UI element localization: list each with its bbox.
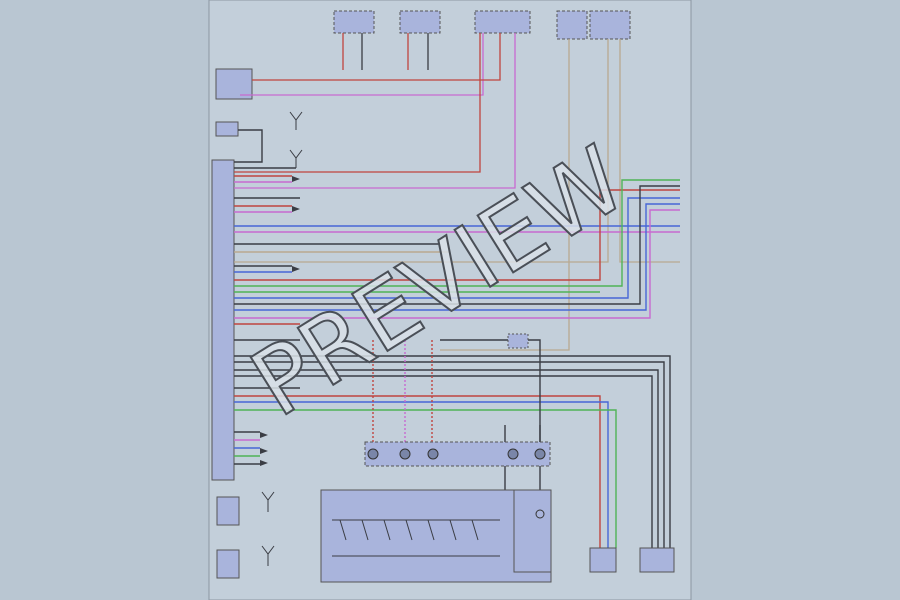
wire-tan-right xyxy=(619,39,680,263)
pin-4 xyxy=(507,448,519,460)
component-box-1 xyxy=(333,10,375,34)
switch-contacts xyxy=(332,519,500,557)
antenna-3 xyxy=(261,491,275,512)
wire-black-9 xyxy=(234,361,665,548)
top-components xyxy=(215,10,631,137)
component-bottom-left-1 xyxy=(216,496,240,526)
wire-black-1 xyxy=(234,129,263,163)
horizontal-wires xyxy=(234,129,680,548)
wire-green-1 xyxy=(234,179,680,287)
wire-red-long xyxy=(234,33,481,173)
component-box-3 xyxy=(474,10,531,34)
switch-panel xyxy=(320,489,552,583)
switch-panel-inner xyxy=(513,489,552,573)
antenna-4 xyxy=(261,545,275,566)
bottom-components xyxy=(216,496,675,579)
component-bottom-right-2 xyxy=(639,547,675,573)
relay-box xyxy=(507,333,529,349)
wire-black-8 xyxy=(234,355,671,548)
arrow-6 xyxy=(260,460,268,466)
arrow-3 xyxy=(292,266,300,272)
diode-symbol xyxy=(535,509,545,519)
antenna-2 xyxy=(289,149,303,168)
component-bottom-right-1 xyxy=(589,547,617,573)
wire-blue-3 xyxy=(234,197,680,299)
arrow-2 xyxy=(292,206,300,212)
wire-red-5 xyxy=(234,395,601,548)
antenna-1 xyxy=(289,111,303,130)
pin-5 xyxy=(534,448,546,460)
wire-pink-4 xyxy=(234,209,680,319)
vertical-wires xyxy=(234,33,680,351)
component-bottom-left-2 xyxy=(216,549,240,579)
wire-tan-long xyxy=(440,39,570,351)
bottom-module xyxy=(320,441,552,583)
component-box-2 xyxy=(399,10,441,34)
wire-black-10 xyxy=(234,369,659,548)
arrow-markers xyxy=(260,176,300,466)
pin-1 xyxy=(367,448,379,460)
wire-blue-4 xyxy=(234,203,680,311)
wire-black-bus-right xyxy=(440,339,541,450)
pin-2 xyxy=(399,448,411,460)
main-connector xyxy=(211,159,235,481)
component-box-left xyxy=(215,68,253,100)
wire-tan-drop xyxy=(234,39,609,263)
pin-3 xyxy=(427,448,439,460)
ground-symbols xyxy=(261,111,303,566)
wire-pink-drop xyxy=(240,33,484,96)
wire-blue-5 xyxy=(234,401,609,548)
component-box-5 xyxy=(589,10,631,40)
arrow-4 xyxy=(260,432,268,438)
component-box-small xyxy=(215,121,239,137)
arrow-1 xyxy=(292,176,300,182)
wire-black-6 xyxy=(234,185,680,305)
connector-row xyxy=(364,441,551,467)
component-box-4 xyxy=(556,10,588,40)
arrow-5 xyxy=(260,448,268,454)
wire-green-3 xyxy=(234,409,617,548)
wire-pink-drop-2 xyxy=(234,33,516,189)
wire-red-drop-3 xyxy=(252,33,501,81)
